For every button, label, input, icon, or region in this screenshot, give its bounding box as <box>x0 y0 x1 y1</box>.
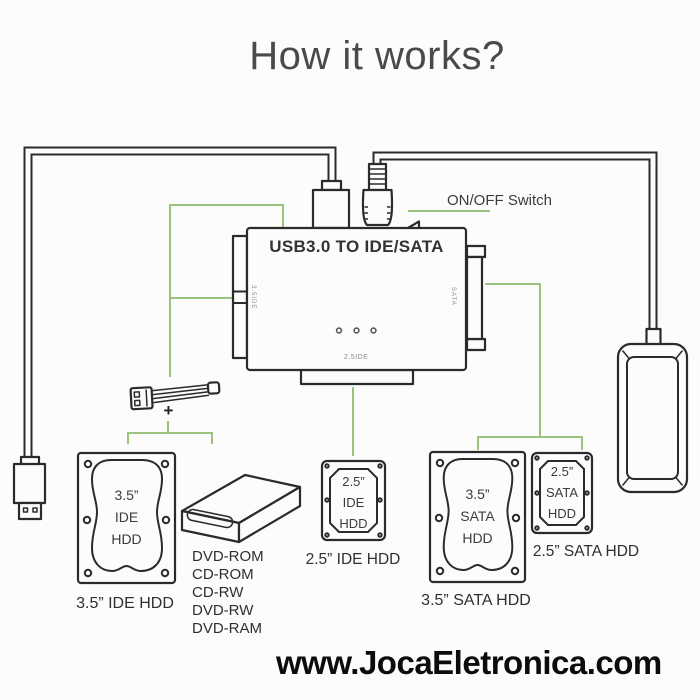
adapter-box <box>245 226 468 372</box>
port-label-sata: SATA <box>450 287 456 306</box>
port-label-3-5-ide: 3.5IDE <box>250 285 256 310</box>
hdd-caption-2-5-sata: 2.5” SATA HDD <box>532 543 640 560</box>
plus-sign: + <box>163 401 174 420</box>
optical-type: DVD-RAM <box>192 620 262 637</box>
ide-3-5-port <box>231 234 249 360</box>
hdd-3-5-sata-text: 3.5” SATA HDD <box>430 483 525 549</box>
usb-a-connector-illustration <box>12 455 47 521</box>
diagram-title: How it works? <box>249 34 505 78</box>
connection-lines <box>127 204 583 456</box>
optical-type: CD-RW <box>192 584 244 601</box>
drive-text-line: IDE <box>114 509 139 525</box>
hdd-2-5-ide-text: 2.5” IDE HDD <box>322 471 385 534</box>
hdd-2-5-ide-illustration <box>320 459 387 542</box>
port-label-2-5-ide: 2.5IDE <box>344 354 369 361</box>
optical-type: DVD-ROM <box>192 548 264 565</box>
optical-drive-illustration <box>180 473 302 544</box>
hdd-caption-3-5-ide: 3.5” IDE HDD <box>76 595 174 612</box>
adapter-title-label: USB3.0 TO IDE/SATA <box>269 237 444 256</box>
on-off-switch-label: ON/OFF Switch <box>447 192 553 209</box>
hdd-2-5-sata-text: 2.5” SATA HDD <box>532 461 592 524</box>
hdd-2-5-sata-illustration <box>530 451 594 535</box>
drive-text-line: HDD <box>111 531 142 547</box>
drive-text-line: 2.5” <box>550 464 574 479</box>
hdd-3-5-ide-text: 3.5” IDE HDD <box>78 484 175 550</box>
optical-types-list: DVD-ROM CD-ROM CD-RW DVD-RW DVD-RAM <box>192 548 264 638</box>
drive-text-line: 3.5” <box>465 486 490 502</box>
optical-type: CD-ROM <box>192 566 254 583</box>
drive-text-line: IDE <box>342 495 365 510</box>
hdd-caption-2-5-ide: 2.5” IDE HDD <box>305 551 401 568</box>
usb-cable <box>23 146 337 460</box>
drive-text-line: HDD <box>462 530 493 546</box>
drive-text-line: 3.5” <box>114 487 139 503</box>
usb-plug-illustration <box>311 179 351 230</box>
drive-text-line: HDD <box>339 516 368 531</box>
hdd-3-5-sata-illustration <box>428 450 527 584</box>
hdd-3-5-ide-illustration <box>76 451 177 585</box>
drive-text-line: SATA <box>460 508 495 524</box>
drive-text-line: 2.5” <box>342 474 365 489</box>
hdd-caption-3-5-sata: 3.5” SATA HDD <box>421 592 531 609</box>
website-watermark: www.JocaEletronica.com <box>276 644 662 681</box>
power-adapter-illustration <box>616 327 689 494</box>
led-indicators <box>335 327 377 334</box>
drive-text-line: SATA <box>545 485 579 500</box>
molex-power-connector-illustration <box>129 381 221 411</box>
sata-port <box>465 244 487 352</box>
dc-power-plug-illustration <box>361 162 394 227</box>
ide-2-5-port <box>299 368 415 386</box>
drive-text-line: HDD <box>547 506 577 521</box>
optical-type: DVD-RW <box>192 602 254 619</box>
